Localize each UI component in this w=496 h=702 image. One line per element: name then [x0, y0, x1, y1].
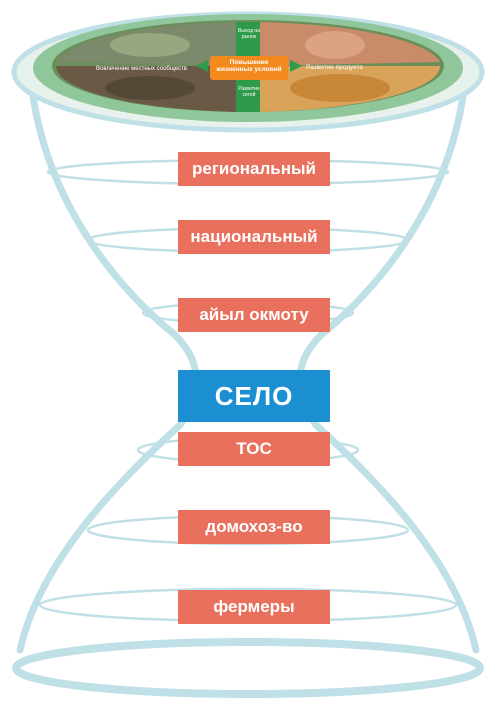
level-regional: региональный: [178, 152, 330, 186]
emblem-center-label: Повышение жизненных условий: [216, 59, 282, 73]
level-farmers: фермеры: [178, 590, 330, 624]
emblem-quadrant-label: Вовлечение местных сообществ: [96, 66, 187, 72]
emblem-quadrant-label: Развитие продукта: [306, 64, 363, 71]
emblem-quadrant-label: Выход на рынок: [238, 28, 260, 40]
level-household: домохоз-во: [178, 510, 330, 544]
level-national: национальный: [178, 220, 330, 254]
emblem-center: [210, 56, 288, 80]
level-tos: ТОС: [178, 432, 330, 466]
center-village: СЕЛО: [178, 370, 330, 422]
level-aiyl-okmotu: айыл окмоту: [178, 298, 330, 332]
base-ellipse: [12, 638, 484, 698]
emblem-quadrant-label: Развитие сетей: [238, 86, 260, 98]
